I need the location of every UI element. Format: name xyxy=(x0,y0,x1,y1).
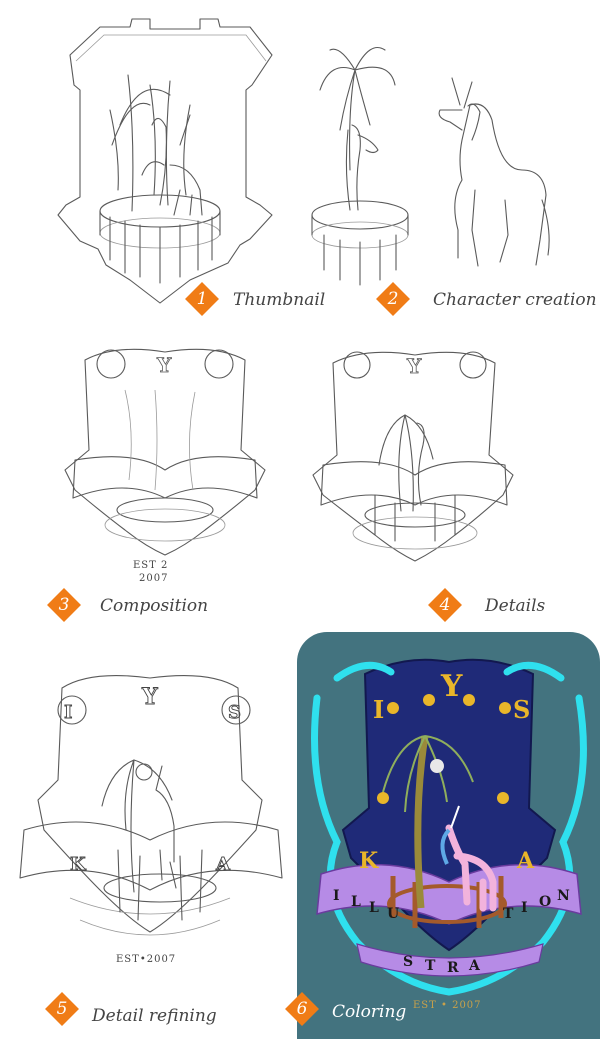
details-panel: Y xyxy=(295,335,535,595)
crest-letter-i: I xyxy=(373,695,384,724)
step-1-label: Thumbnail xyxy=(233,290,326,310)
crest-letter-k: K xyxy=(359,848,379,874)
step-3-marker: 3 xyxy=(47,588,81,622)
svg-text:L: L xyxy=(351,894,361,910)
step-5-marker: 5 xyxy=(45,992,79,1026)
refining-sketch: I Y S K A EST•2007 xyxy=(19,674,283,965)
step-number: 3 xyxy=(58,595,70,615)
step-4-label: Details xyxy=(485,596,546,616)
details-sketch: Y xyxy=(312,351,514,562)
svg-text:A: A xyxy=(468,958,481,974)
composition-sketch: Y EST 2 2007 xyxy=(64,348,266,584)
step-4-marker: 4 xyxy=(428,588,462,622)
crest-letter-a: A xyxy=(516,848,535,874)
sketch-letter-a: A xyxy=(215,854,231,875)
colored-crest: I Y S K A I L L U S T R A T I O N EST • … xyxy=(311,658,587,1011)
svg-text:U: U xyxy=(387,906,399,922)
svg-text:L: L xyxy=(369,900,379,916)
banner-right: T xyxy=(503,906,514,922)
step-number: 4 xyxy=(439,595,451,615)
refining-panel: I Y S K A EST•2007 xyxy=(10,630,300,1010)
composition-panel: Y EST 2 2007 xyxy=(45,330,285,585)
step-number: 5 xyxy=(56,999,68,1019)
svg-text:R: R xyxy=(447,960,459,976)
sketch-letter-s: S xyxy=(228,702,241,723)
character-panel xyxy=(300,30,600,290)
sketch-letter: Y xyxy=(406,354,422,378)
crest-letter-y: Y xyxy=(440,669,463,704)
step-2-marker: 2 xyxy=(376,282,410,316)
step-1-marker: 1 xyxy=(185,282,219,316)
svg-text:T: T xyxy=(425,958,436,974)
sketch-letter: Y xyxy=(156,353,172,377)
thumbnail-panel xyxy=(40,15,290,315)
step-3-label: Composition xyxy=(100,596,209,616)
est-sketch-line2: 2007 xyxy=(139,573,168,584)
crest-letter-s: S xyxy=(513,695,530,724)
est-sketch-line1: EST 2 xyxy=(133,560,168,571)
step-5-label: Detail refining xyxy=(92,1006,217,1026)
step-6-marker: 6 xyxy=(285,992,319,1026)
banner-left: I xyxy=(333,888,340,904)
sketch-letter-y: Y xyxy=(141,684,158,710)
svg-text:O: O xyxy=(539,894,551,910)
step-number: 1 xyxy=(196,289,208,309)
svg-text:I: I xyxy=(521,900,528,916)
coloring-panel: I Y S K A I L L U S T R A T I O N EST • … xyxy=(297,632,600,1039)
est-colored: EST • 2007 xyxy=(413,1000,482,1011)
thumbnail-sketch xyxy=(57,18,273,304)
step-6-label: Coloring xyxy=(332,1002,407,1022)
est-refining: EST•2007 xyxy=(116,954,176,965)
step-number: 6 xyxy=(296,999,308,1019)
step-number: 2 xyxy=(387,289,399,309)
banner-mid: S xyxy=(403,954,413,970)
svg-text:N: N xyxy=(557,888,570,904)
step-2-label: Character creation xyxy=(433,290,597,310)
character-sketch xyxy=(311,46,550,286)
sketch-letter-k: K xyxy=(70,854,87,875)
sketch-letter-i: I xyxy=(64,702,72,723)
